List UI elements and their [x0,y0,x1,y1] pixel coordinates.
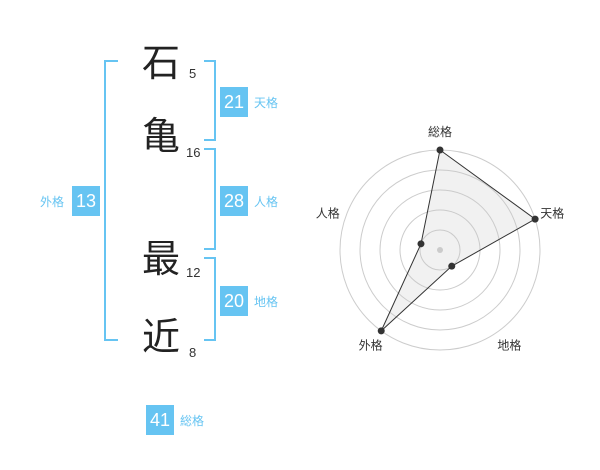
name-char-3: 最 [142,237,181,281]
radar-point-4 [417,240,425,248]
soukaku-label: 総格 [180,414,205,428]
radar-point-0 [436,146,444,154]
name-char-1: 石 [142,41,181,85]
name-char-2: 亀 [142,114,181,158]
chikaku-badge: 20 [220,286,248,316]
radar-ring-3 [379,189,501,311]
stroke-count-1: 5 [189,66,197,81]
chikaku-bracket [204,257,216,341]
radar-point-1 [531,215,539,223]
gaikaku-bracket [104,60,118,341]
jinkaku-badge: 28 [220,186,248,216]
radar-axis-label-2: 地格 [497,337,521,352]
stroke-count-3: 12 [186,265,201,280]
radar-axis-label-1: 天格 [540,206,564,221]
name-char-4: 近 [142,315,181,359]
tenkaku-bracket [204,60,216,141]
jinkaku-label: 人格 [254,195,279,209]
radar-point-3 [377,327,385,335]
radar-polygon [380,149,537,332]
chikaku-label: 地格 [254,295,279,309]
radar-axis-label-3: 外格 [359,337,383,352]
jinkaku-bracket [204,148,216,250]
stroke-count-2: 16 [186,145,201,160]
radar-center [437,247,443,253]
tenkaku-label: 天格 [254,96,279,110]
radar-ring-4 [359,169,521,331]
radar-axis-label-4: 人格 [316,206,340,221]
gaikaku-badge: 13 [72,186,100,216]
radar-axis-label-0: 総格 [428,124,452,139]
stroke-count-4: 8 [189,345,197,360]
radar-point-2 [448,262,456,270]
soukaku-badge: 41 [146,405,174,435]
tenkaku-badge: 21 [220,87,248,117]
radar-ring-1 [419,229,461,271]
gaikaku-label: 外格 [40,195,65,209]
